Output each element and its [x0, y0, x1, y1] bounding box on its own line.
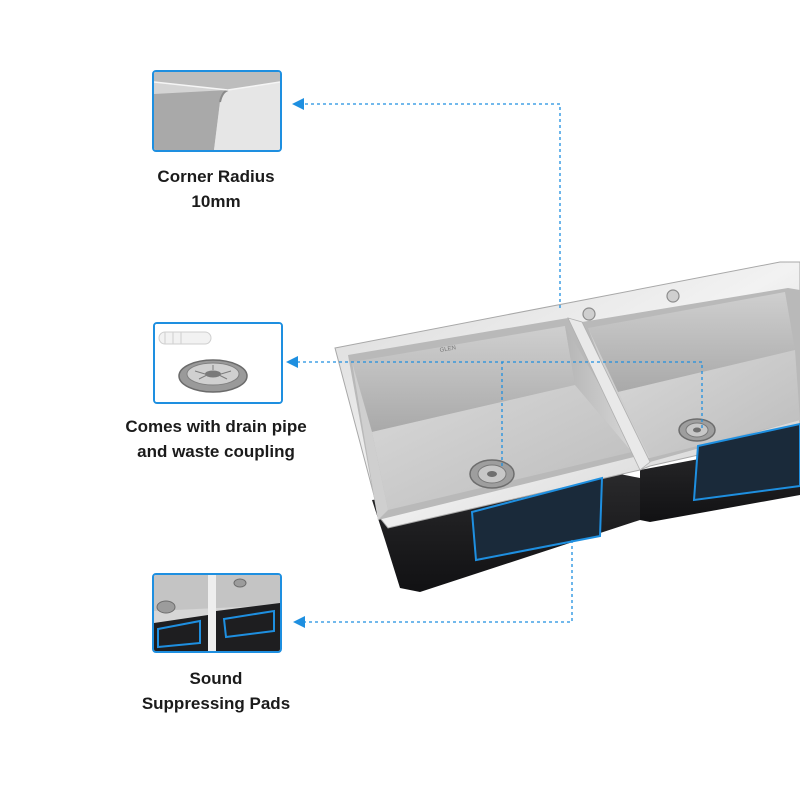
arrow-corner-icon — [292, 98, 304, 110]
sound-pads-thumbnail — [152, 573, 282, 653]
arrow-pads-icon — [293, 616, 305, 628]
sound-pad-left — [470, 476, 604, 562]
drain-coupling-caption: Comes with drain pipe and waste coupling — [125, 417, 307, 461]
left-drain — [469, 459, 515, 489]
brand-mark: GLEN — [439, 345, 456, 354]
tap-hole — [666, 289, 680, 303]
sound-pad-right — [692, 422, 800, 502]
drain-coupling-thumbnail — [153, 322, 283, 404]
right-bowl — [582, 288, 800, 462]
right-drain — [678, 418, 716, 442]
connector-corner — [302, 103, 561, 308]
corner-radius-caption: Corner Radius 10mm — [157, 167, 275, 211]
bowl-divider — [567, 317, 651, 471]
sound-pads-caption: Sound Suppressing Pads — [141, 669, 291, 713]
connector-drain-right — [502, 361, 703, 428]
corner-radius-thumbnail — [152, 70, 282, 152]
connector-pads — [304, 540, 573, 623]
arrow-drain-icon — [286, 356, 298, 368]
tap-hole — [582, 307, 596, 321]
